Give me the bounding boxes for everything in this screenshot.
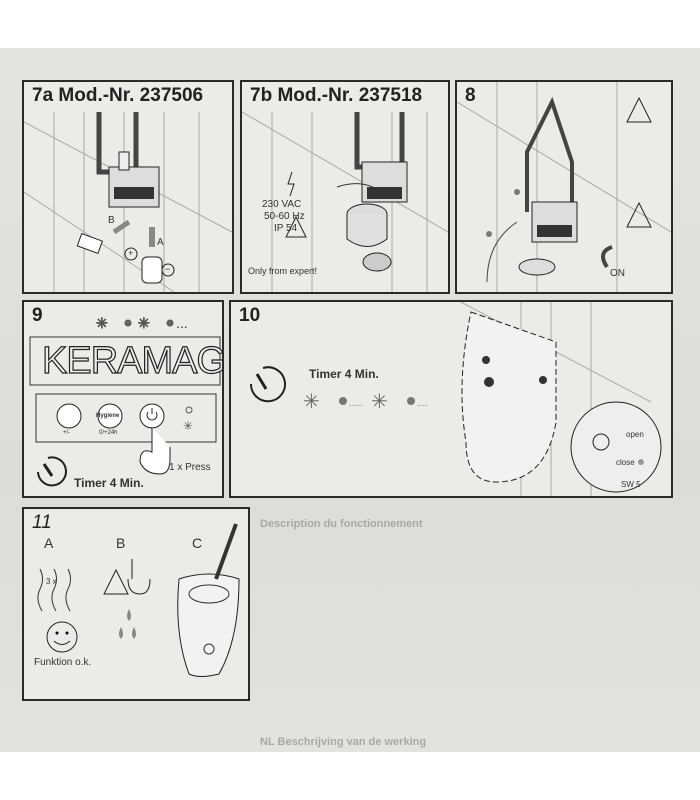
wrench-size-label: SW 5 [621,480,641,489]
svg-text:✳: ✳ [138,315,150,331]
svg-text:...: ... [176,315,188,331]
on-label: ON [610,268,625,279]
siphon-illustration [242,111,448,292]
timer-label: Timer 4 Min. [309,367,379,381]
panel-9: ✳ ✳ ... ✳ 9 KERAMAG +/- Hygiene 0/+24h 1 … [22,300,224,498]
hygiene-button: Hygiene [96,413,120,419]
bg-heading-nl: NL Beschrijving van de werking [260,736,427,748]
control-panel-illustration: ✳ ✳ ... ✳ [29,315,221,487]
lightning-icon [287,171,295,197]
open-label: open [626,430,644,439]
function-check-illustration [37,523,240,677]
valve-battery-illustration [24,112,232,292]
panel-11: 11 A B C 3 x Funktion o.k. [22,507,250,701]
ip-rating-text: IP 54 [274,223,298,234]
sealant-gun-icon [214,523,238,580]
step-title: 10 [239,305,261,326]
plus-sign: + [128,248,134,258]
step-title: 8 [465,85,476,106]
hose-connection-illustration [457,82,671,292]
svg-text:✳: ✳ [371,391,388,413]
step-title: 9 [32,305,43,326]
finger-icon [127,559,151,595]
btn-hygiene-label: 0/+24h [99,430,118,436]
svg-text:....: .... [417,398,428,409]
label-a: A [157,237,164,248]
expert-warning-text: Only from expert! [248,266,318,276]
svg-text:✳: ✳ [183,419,193,433]
press-label: 1 x Press [169,462,211,473]
svg-text:✳: ✳ [96,315,108,331]
panel-7a: 7a Mod.-Nr. 237506 B A + − [22,80,234,294]
panel-7b: 7b Mod.-Nr. 237518 230 VAC 50-60 Hz IP 5… [240,80,450,294]
panel-10: ✳..... ✳.... 10 Timer 4 Min. open close … [229,300,673,498]
power-icon [146,408,158,421]
bg-heading-fr: Description du fonctionnement [260,518,423,530]
arrow-icon [601,245,613,269]
panel-8: 8 ON [455,80,673,294]
frequency-text: 50-60 Hz [264,211,305,222]
times-label: 3 x [46,577,57,586]
function-ok-label: Funktion o.k. [34,657,92,668]
svg-text:✳: ✳ [303,391,320,413]
timer-icon [249,366,286,403]
urinal-illustration: ✳..... ✳.... [249,302,662,496]
label-c: C [192,535,203,551]
warning-icon [103,568,129,595]
warning-icon [626,96,652,123]
warning-icon [285,215,307,238]
label-b: B [108,215,115,226]
step-title: 11 [32,512,52,533]
timer-label: Timer 4 Min. [74,476,144,490]
svg-text:.....: ..... [349,398,363,409]
warning-icon [626,201,652,228]
close-label: close [616,458,635,467]
keramag-logo: KERAMAG [41,339,224,382]
minus-sign: − [165,264,171,274]
voltage-text: 230 VAC [262,199,302,210]
step-title: 7a Mod.-Nr. 237506 [32,85,204,106]
finger-press-icon [139,427,171,475]
timer-icon [37,456,67,487]
step-title: 7b Mod.-Nr. 237518 [250,85,423,106]
btn-plusminus-label: +/- [63,430,71,436]
label-b: B [116,535,126,551]
label-a: A [44,535,54,551]
